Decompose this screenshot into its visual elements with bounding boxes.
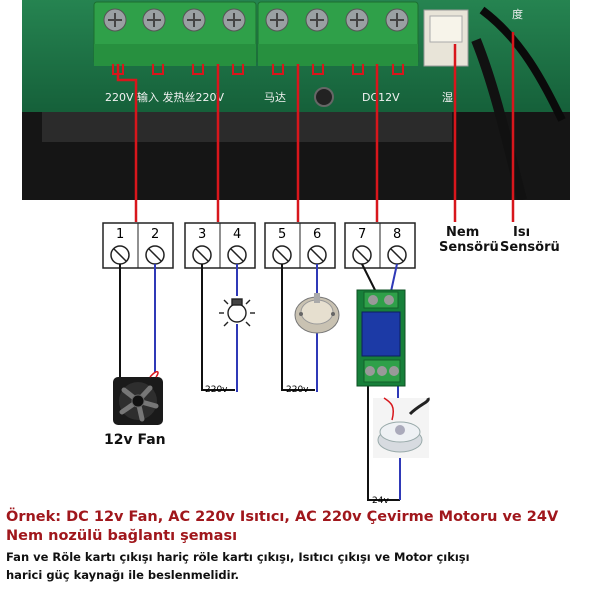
terminal-1-label: 1 <box>116 227 124 242</box>
wire-pin1 <box>116 64 138 222</box>
silkscreen-side: 湿 <box>442 91 453 104</box>
terminal-strip: 1 2 3 4 5 6 7 8 <box>102 222 416 269</box>
red-wires <box>116 32 515 222</box>
terminal-5-label: 5 <box>278 227 286 242</box>
nozzle-supply-label: 24v <box>372 496 389 506</box>
motor-icon <box>294 293 340 334</box>
terminal-4-label: 4 <box>233 227 241 242</box>
humidity-sensor-label-line2: Sensörü <box>439 240 499 255</box>
output-wires <box>119 263 401 501</box>
terminal-block-right <box>257 1 419 66</box>
terminal-3-label: 3 <box>198 227 206 242</box>
fan-icon <box>113 370 163 425</box>
terminal-7-label: 7 <box>358 227 366 242</box>
caption-body-line1: Fan ve Röle kartı çıkışı hariç röle kart… <box>6 550 470 564</box>
heater-supply-label: 220v <box>205 385 228 395</box>
terminal-6-label: 6 <box>313 227 321 242</box>
fan-label: 12v Fan <box>104 432 166 448</box>
temperature-sensor-label-line1: Isı <box>513 225 530 240</box>
silkscreen-motor: 马达 <box>264 91 286 104</box>
terminal-2-label: 2 <box>151 227 159 242</box>
sensor-connector <box>423 9 469 67</box>
caption-title-line1: Örnek: DC 12v Fan, AC 220v Isıtıcı, AC 2… <box>6 509 559 525</box>
terminal-block-left <box>93 1 257 66</box>
controller-board-photo: 220V 输入 发热丝220V 马达 DC12V 度 湿 <box>22 0 570 200</box>
silkscreen-corner: 度 <box>512 7 523 21</box>
silkscreen-dc: DC12V <box>362 91 400 104</box>
caption-body-line2: harici güç kaynağı ile beslenmelidir. <box>6 568 239 582</box>
humidity-sensor-label-line1: Nem <box>446 225 479 240</box>
bulb-icon <box>219 298 255 327</box>
terminal-8-label: 8 <box>393 227 401 242</box>
humidifier-nozzle-icon <box>373 397 430 458</box>
motor-supply-label: 220v <box>286 385 309 395</box>
relay-module-icon <box>356 289 406 387</box>
caption: Örnek: DC 12v Fan, AC 220v Isıtıcı, AC 2… <box>6 508 586 584</box>
temperature-sensor-label-line2: Sensörü <box>500 240 560 255</box>
caption-title-line2: Nem nozülü bağlantı şeması <box>6 528 238 544</box>
pin-markers <box>112 64 404 75</box>
